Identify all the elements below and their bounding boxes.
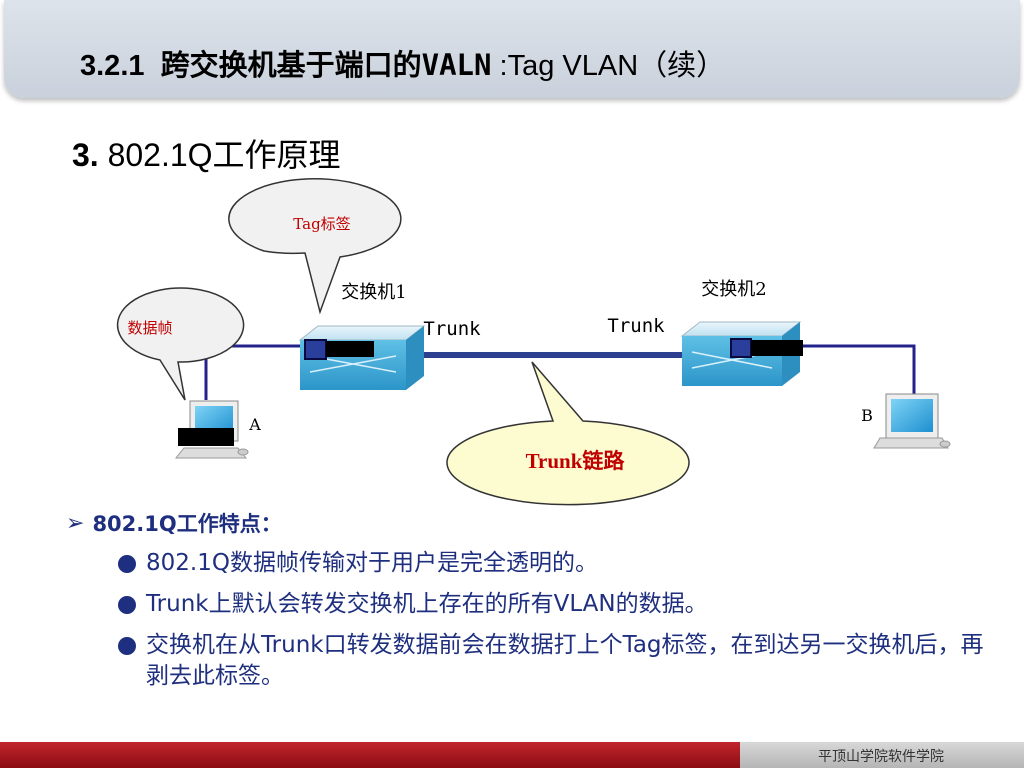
section-text: 802.1Q工作原理 [98,137,341,173]
switch-1-icon [298,325,426,390]
switch-1-label: 交换机1 [341,282,406,303]
link-switch2-to-b [800,344,916,394]
title-abbr: VALN [421,48,492,82]
title-number: 3.2.1 [80,50,145,82]
host-b-label: B [861,406,873,425]
footer-red-bar [0,742,740,768]
trunk-callout-bubble [446,361,690,506]
host-a-label: A [248,415,261,434]
frame-callout-text: 数据帧 [127,319,172,337]
frame-callout-bubble [116,287,245,401]
trunk-callout-text: Trunk链路 [526,449,626,473]
bullet-dot-icon [118,596,136,614]
trunk-label-1: Trunk [423,318,481,340]
list-item-text: 802.1Q数据帧传输对于用户是完全透明的。 [146,550,598,576]
features-heading: ➢ 802.1Q工作特点： [66,508,1006,538]
computer-b-icon [873,393,951,449]
features-list: 802.1Q数据帧传输对于用户是完全透明的。 Trunk上默认会转发交换机上存在… [116,548,1006,692]
list-item: 交换机在从Trunk口转发数据前会在数据打上个Tag标签，在到达另一交换机后，再… [116,630,1006,692]
computer-a-icon [174,400,249,459]
list-item: Trunk上默认会转发交换机上存在的所有VLAN的数据。 [116,589,1006,620]
footer-grey-bar [740,742,1024,768]
features-heading-text: 802.1Q工作特点： [92,512,282,536]
title-chinese: 跨交换机基于端口的 [160,48,422,82]
trunk-label-2: Trunk [607,315,665,337]
title-rest: :Tag VLAN（续） [491,50,726,82]
tag-callout-bubble [228,177,402,315]
list-item: 802.1Q数据帧传输对于用户是完全透明的。 [116,548,1006,579]
bullet-dot-icon [118,637,136,655]
slide-title: 3.2.1 跨交换机基于端口的VALN :Tag VLAN（续） [80,42,725,84]
section-heading: 3. 802.1Q工作原理 [72,130,341,176]
features-section: ➢ 802.1Q工作特点： 802.1Q数据帧传输对于用户是完全透明的。 Tru… [66,508,1006,702]
switch-2-icon [680,321,803,386]
list-item-text: Trunk上默认会转发交换机上存在的所有VLAN的数据。 [146,591,708,617]
arrow-bullet-icon: ➢ [66,510,85,536]
footer-school-name: 平顶山学院软件学院 [818,749,944,765]
tag-callout-text: Tag标签 [293,215,350,233]
switch-2-label: 交换机2 [701,279,766,300]
title-bar [4,0,1020,98]
list-item-text: 交换机在从Trunk口转发数据前会在数据打上个Tag标签，在到达另一交换机后，再… [146,632,984,689]
bullet-dot-icon [118,555,136,573]
section-number: 3. [72,137,99,173]
